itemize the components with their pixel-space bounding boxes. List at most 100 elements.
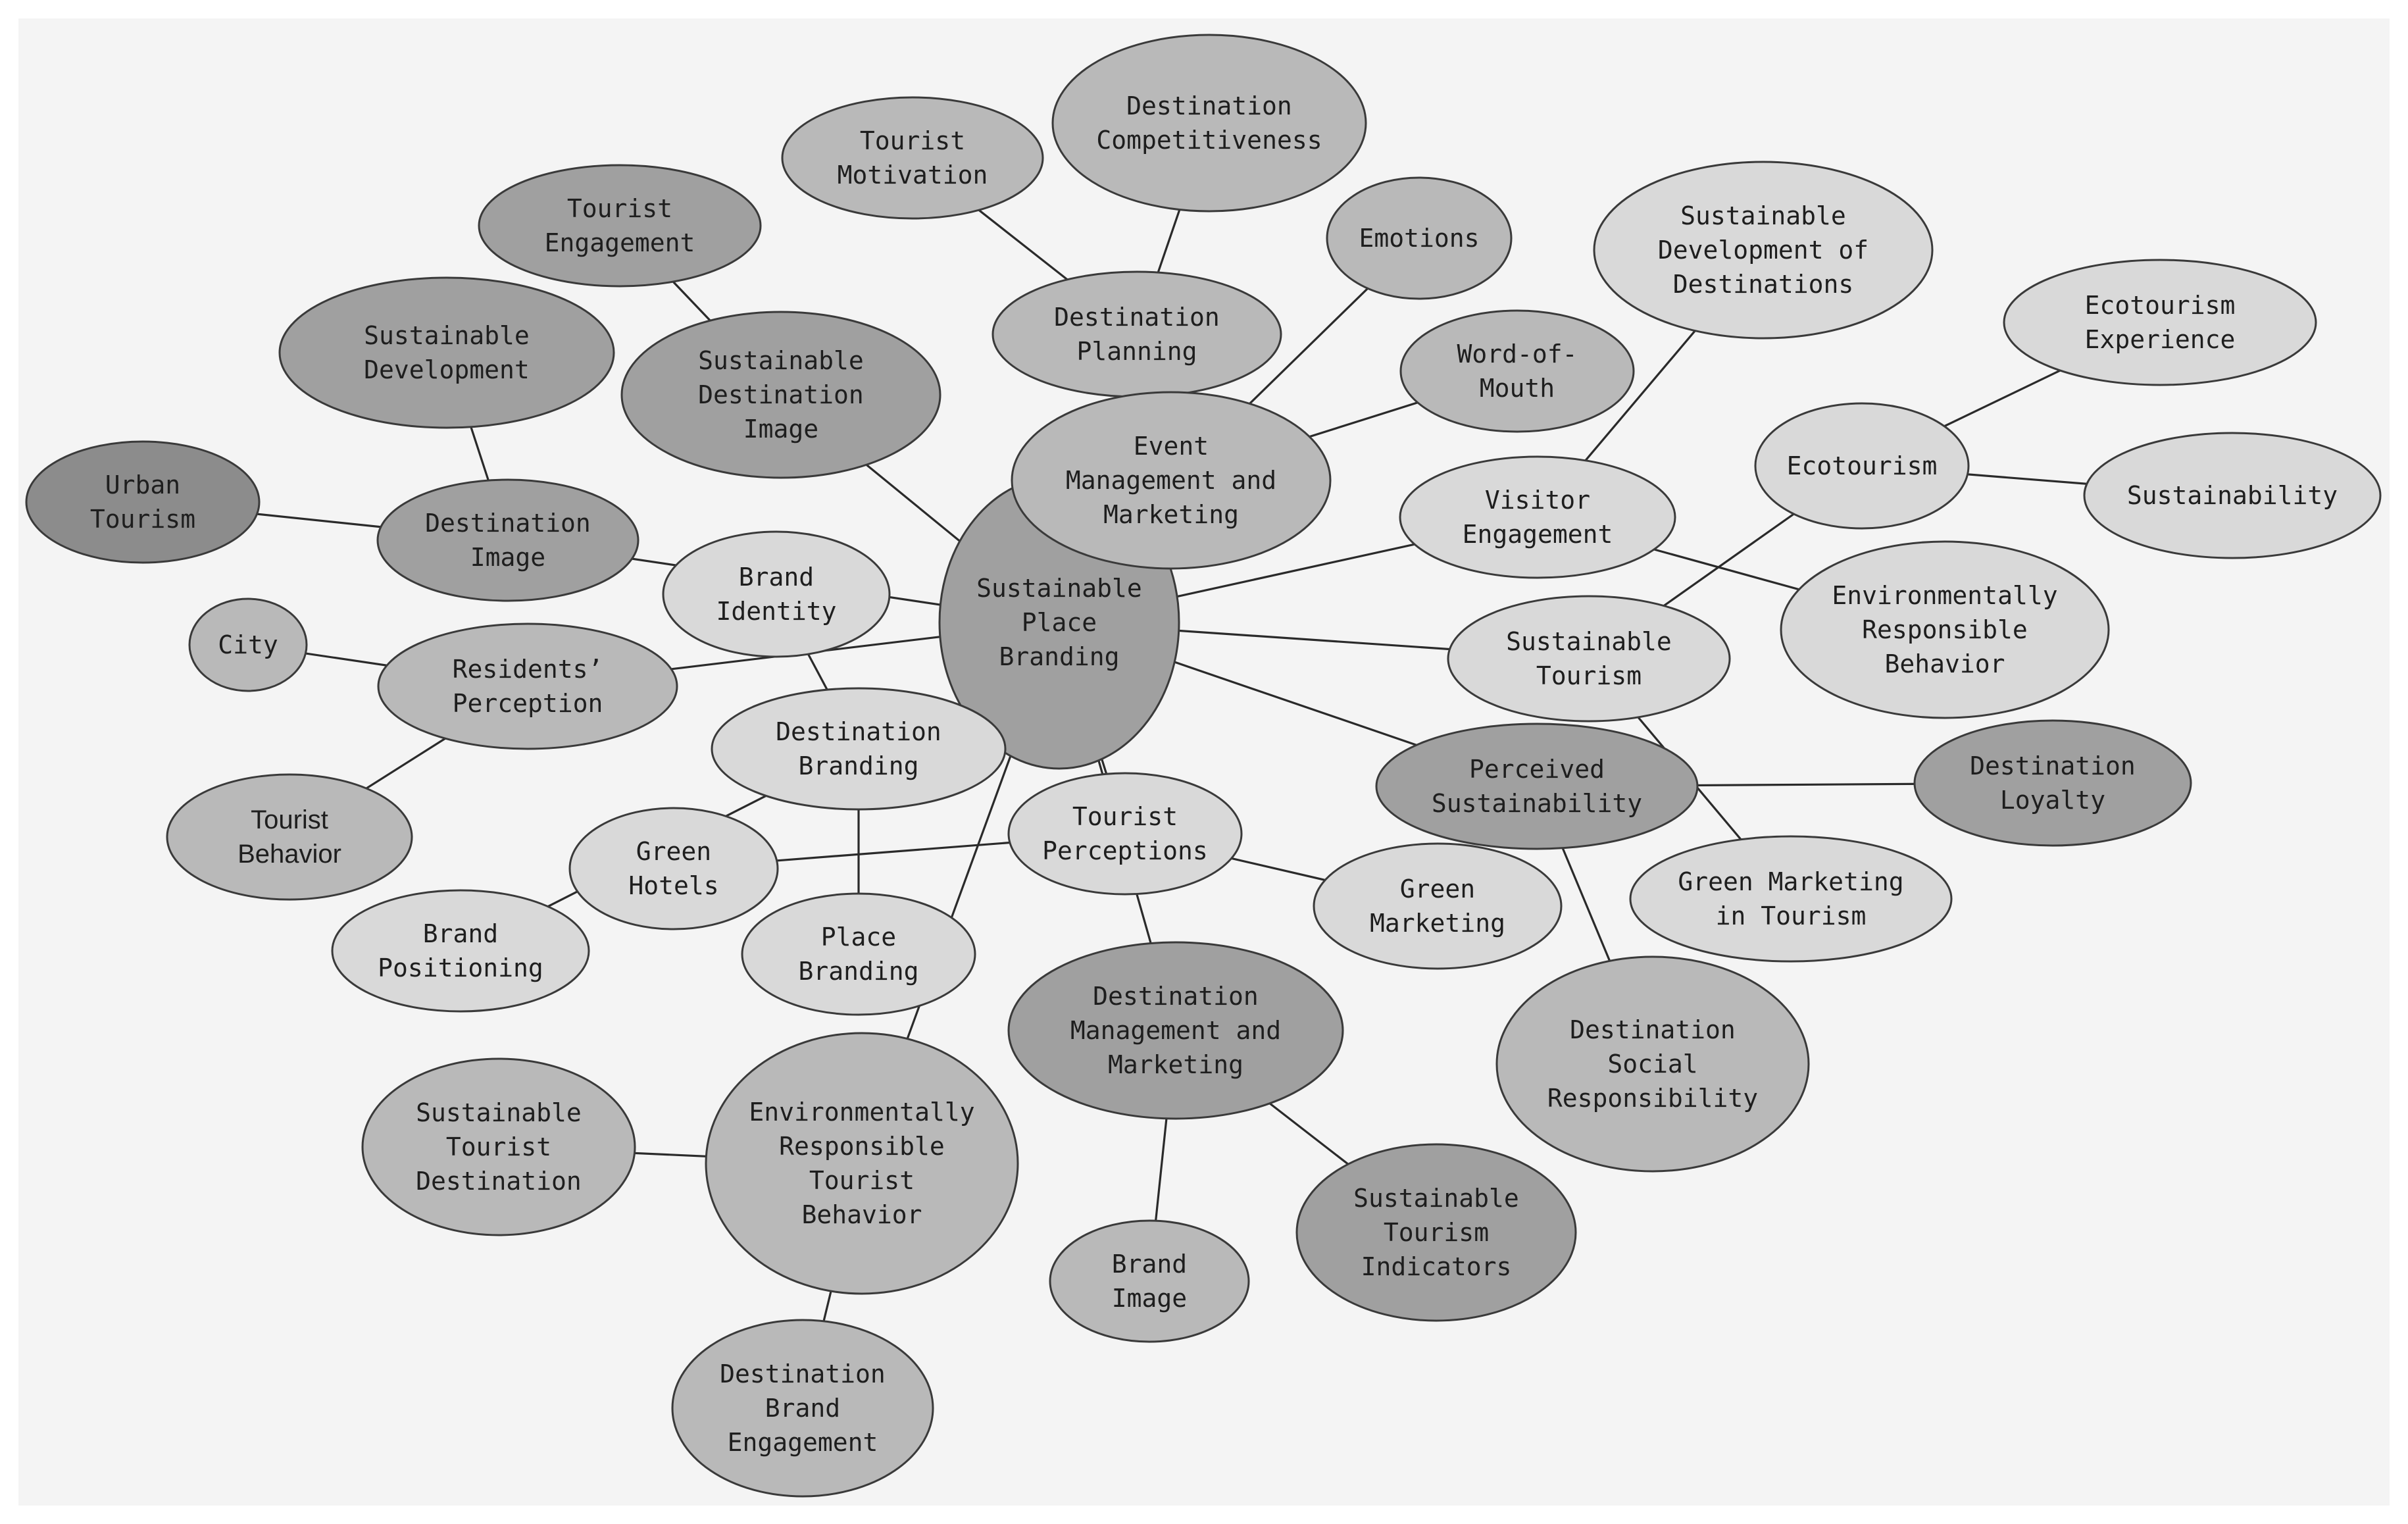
node-ellipse-sdd xyxy=(1593,161,1934,340)
node-ellipse-sti xyxy=(1295,1143,1577,1322)
node-label-line: Destination xyxy=(720,1359,886,1388)
node-ellipse-tp xyxy=(1007,772,1243,896)
node-label-line: Identity xyxy=(716,597,836,626)
node-label-line: Sustainable xyxy=(1353,1184,1519,1213)
node-label-line: Indicators xyxy=(1361,1252,1512,1281)
node-label-line: in Tourism xyxy=(1716,902,1867,930)
node-ellipse-dc xyxy=(1051,34,1367,213)
node-label-line: Destinations xyxy=(1673,270,1854,299)
node-label-line: Sustainable xyxy=(976,574,1142,603)
node-label-line: Tourist xyxy=(1072,802,1178,831)
node-label-line: Engagement xyxy=(728,1428,878,1457)
node-ellipse-gmt xyxy=(1629,835,1953,963)
node-label-line: Behavior xyxy=(801,1200,922,1229)
node-label-line: Tourist xyxy=(860,126,965,155)
node-ellipse-dl xyxy=(1913,719,2192,847)
node-label-line: Marketing xyxy=(1370,909,1505,938)
node-label-line: Motivation xyxy=(838,161,988,190)
node-gmt: Green Marketing in Tourism xyxy=(1629,835,1953,963)
node-label-line: Residents’ xyxy=(453,655,603,684)
node-label-wom: Word-of-Mouth xyxy=(1457,340,1577,403)
node-city: City xyxy=(188,597,308,692)
node-label-line: Green Marketing xyxy=(1678,867,1903,896)
node-ellipse-rp xyxy=(377,622,678,750)
node-label-line: Planning xyxy=(1076,337,1197,366)
node-ellipse-ee xyxy=(2003,259,2317,386)
node-label-line: Destination xyxy=(425,509,591,538)
node-label-line: Destination xyxy=(698,380,864,409)
node-ellipse-std xyxy=(361,1057,636,1236)
node-label-line: Development xyxy=(364,355,530,384)
node-label-line: Event xyxy=(1134,432,1209,461)
node-ellipse-ut xyxy=(25,440,261,564)
node-label-line: Management and xyxy=(1066,466,1276,495)
node-label-line: Destination xyxy=(776,717,941,746)
node-label-line: Sustainable xyxy=(1680,201,1846,230)
node-label-line: Environmentally xyxy=(749,1098,974,1127)
node-label-line: Ecotourism xyxy=(2085,291,2236,320)
node-ellipse-ps xyxy=(1375,723,1699,850)
node-ellipse-wom xyxy=(1399,309,1635,433)
node-label-line: Sustainable xyxy=(698,346,864,375)
node-label-city: City xyxy=(218,630,278,659)
node-label-line: Behavior xyxy=(238,840,341,869)
node-label-line: Perception xyxy=(453,689,603,718)
node-ellipse-ertb xyxy=(705,1032,1019,1295)
node-label-line: Place xyxy=(821,923,896,952)
node-label-emo: Emotions xyxy=(1359,224,1479,253)
node-label-line: Word-of- xyxy=(1457,340,1577,368)
node-label-line: Image xyxy=(743,415,818,444)
node-label-line: Marketing xyxy=(1108,1050,1243,1079)
node-label-line: Behavior xyxy=(1884,649,2005,678)
node-label-line: Perceived xyxy=(1469,755,1605,784)
node-ellipse-gm xyxy=(1313,842,1563,970)
node-label-line: Responsibility xyxy=(1547,1084,1758,1113)
node-label-rp: Residents’ Perception xyxy=(453,655,603,718)
node-label-line: Engagement xyxy=(1463,520,1613,549)
node-ellipse-bp xyxy=(331,889,590,1013)
node-label-line: Tourist xyxy=(446,1132,551,1161)
node-ellipse-emo xyxy=(1326,176,1513,300)
node-label-line: Marketing xyxy=(1103,500,1239,529)
node-label-line: Green xyxy=(636,837,711,866)
node-label-line: Social xyxy=(1607,1050,1697,1079)
node-label-line: Image xyxy=(470,543,545,572)
node-label-line: Responsible xyxy=(1862,615,2028,644)
node-ellipse-bi xyxy=(662,530,891,658)
node-label-line: Brand xyxy=(423,919,498,948)
node-ellipse-city xyxy=(188,597,308,692)
node-label-line: Tourist xyxy=(809,1166,915,1195)
